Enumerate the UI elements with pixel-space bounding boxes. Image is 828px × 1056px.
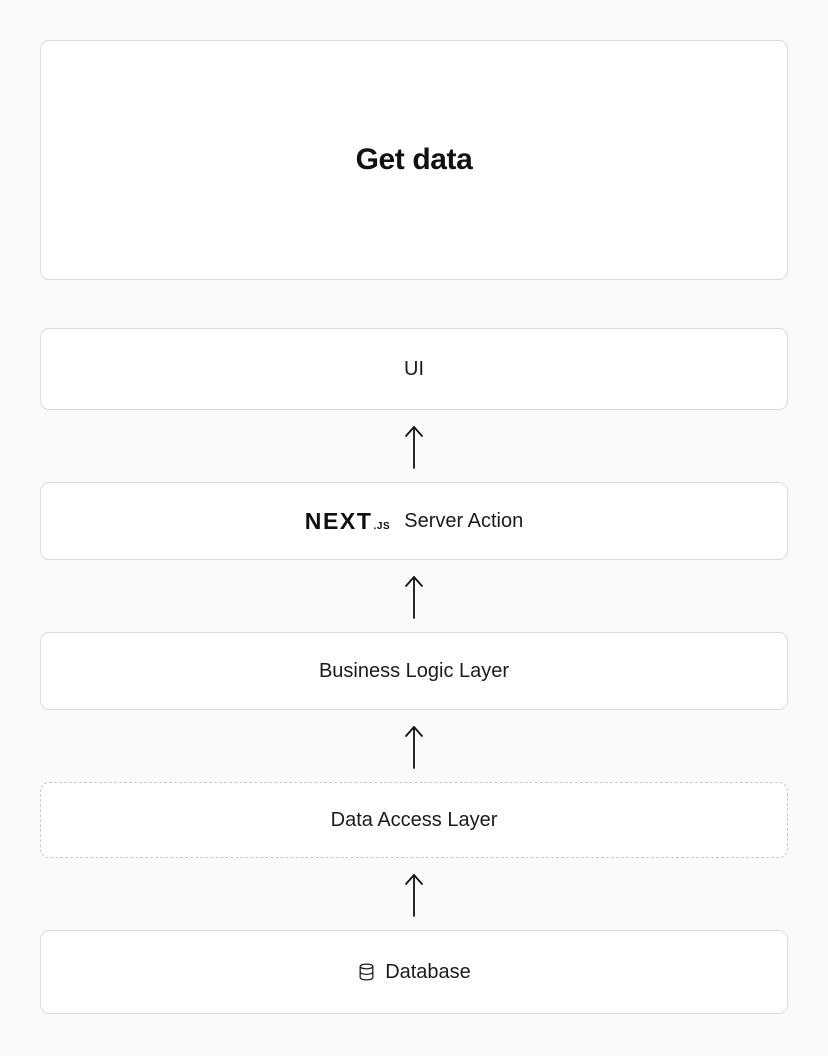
layer-label-database: Database — [385, 960, 471, 983]
page-title: Get data — [355, 143, 473, 176]
arrow-zone — [40, 410, 788, 482]
layer-box-ui: UI — [40, 328, 788, 410]
nextjs-logo-suffix: .JS — [373, 520, 391, 532]
arrow-up-icon — [405, 576, 423, 619]
nextjs-logo-word: NEXT — [304, 507, 373, 534]
layer-label-business-logic: Business Logic Layer — [318, 659, 510, 682]
nextjs-logo: NEXT .JS — [305, 508, 391, 535]
arrow-zone — [40, 710, 788, 782]
layer-label-server-action: Server Action — [404, 509, 524, 532]
arrow-up-icon — [405, 874, 423, 917]
title-card: Get data — [40, 40, 788, 280]
database-content: Database — [357, 961, 471, 984]
arrow-up-icon — [405, 726, 423, 769]
layer-box-database: Database — [40, 930, 788, 1014]
layer-label-data-access: Data Access Layer — [330, 808, 498, 831]
arrow-zone — [40, 560, 788, 632]
database-icon — [357, 962, 376, 982]
server-action-content: NEXT .JS Server Action — [305, 508, 524, 535]
layer-label-ui: UI — [404, 357, 424, 380]
arrow-zone — [40, 858, 788, 930]
arrow-up-icon — [405, 426, 423, 469]
layer-box-business-logic: Business Logic Layer — [40, 632, 788, 710]
layer-box-server-action: NEXT .JS Server Action — [40, 482, 788, 560]
layer-box-data-access: Data Access Layer — [40, 782, 788, 858]
